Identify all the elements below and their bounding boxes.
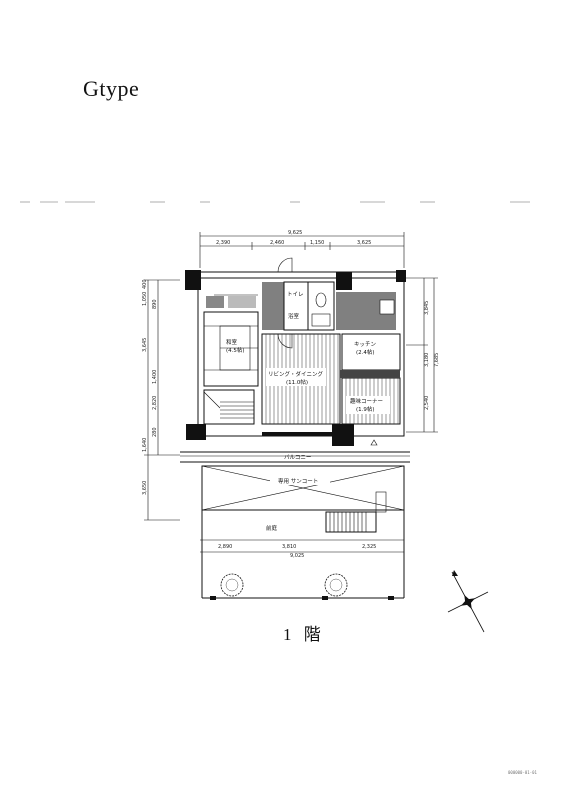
dim-bottom-total: 9,025 <box>290 553 304 559</box>
dim-top-2: 1,150 <box>310 240 324 246</box>
dim-right-1: 7,685 <box>434 353 440 367</box>
dim-bottom-1: 3,810 <box>282 544 296 550</box>
washitsu: 和室 (4.5帖) <box>203 294 259 387</box>
dim-left-0: 400 <box>142 279 148 289</box>
stairs-right <box>325 491 387 533</box>
front-garden: 前庭 2,890 3,810 2,325 9,025 <box>200 510 405 600</box>
sun-court: 専用 サンコート <box>201 465 405 511</box>
balcony-label: バルコニー <box>284 454 311 461</box>
left-dimensions: 400 1,050 890 3,645 1,400 2,820 280 1,64… <box>142 279 180 521</box>
dim-right-3: 2,540 <box>424 396 430 410</box>
dim-bottom-0: 2,890 <box>218 544 232 550</box>
stairs-left <box>203 389 255 425</box>
balcony: バルコニー <box>180 432 410 463</box>
kitchen: キッチン (2.4帖) <box>340 333 401 378</box>
bath-label: 浴室 <box>288 312 300 320</box>
living-dining: リビング・ダイニング (11.0帖) <box>261 333 341 425</box>
sunroom-label: 専用 サンコート <box>278 477 318 485</box>
dim-top-total: 9,625 <box>288 230 302 236</box>
dim-left-3: 3,645 <box>142 338 148 352</box>
dim-left-5: 2,820 <box>152 396 158 410</box>
dim-right-0: 3,845 <box>424 301 430 315</box>
washitsu-area: (4.5帖) <box>226 346 245 354</box>
dim-left-7: 1,640 <box>142 438 148 452</box>
kitchen-area: (2.4帖) <box>356 348 375 356</box>
hobby-area: (1.9帖) <box>356 405 375 413</box>
dim-left-1: 1,050 <box>142 292 148 306</box>
dim-right-2: 3,180 <box>424 353 430 367</box>
dim-top-1: 2,460 <box>270 240 284 246</box>
dim-left-6: 280 <box>152 427 158 437</box>
dim-left-2: 890 <box>152 299 158 309</box>
dim-left-8: 3,650 <box>142 481 148 495</box>
wet-area: トイレ 浴室 <box>262 257 396 331</box>
scan-code: 000000-01-01 <box>508 770 537 775</box>
living-area: (11.0帖) <box>286 378 308 386</box>
top-dimensions: 9,625 2,390 2,460 1,150 3,625 <box>199 230 405 268</box>
hobby-label: 趣味コーナー <box>350 397 383 405</box>
right-dimensions: 3,845 7,685 3,180 2,540 <box>406 277 440 433</box>
kitchen-label: キッチン <box>354 341 377 348</box>
dim-left-4: 1,400 <box>152 370 158 384</box>
dim-top-3: 3,625 <box>357 240 371 246</box>
page-title: Gtype <box>83 76 140 101</box>
compass-icon <box>447 570 489 633</box>
dim-top-0: 2,390 <box>216 240 230 246</box>
dim-bottom-2: 2,325 <box>362 544 376 550</box>
living-label: リビング・ダイニング <box>268 370 324 378</box>
toilet-label: トイレ <box>287 292 304 298</box>
floor-label: 1 階 <box>283 625 325 644</box>
garden-label: 前庭 <box>266 524 278 532</box>
washitsu-label: 和室 <box>226 338 238 346</box>
hobby-corner: 趣味コーナー (1.9帖) <box>341 377 401 425</box>
